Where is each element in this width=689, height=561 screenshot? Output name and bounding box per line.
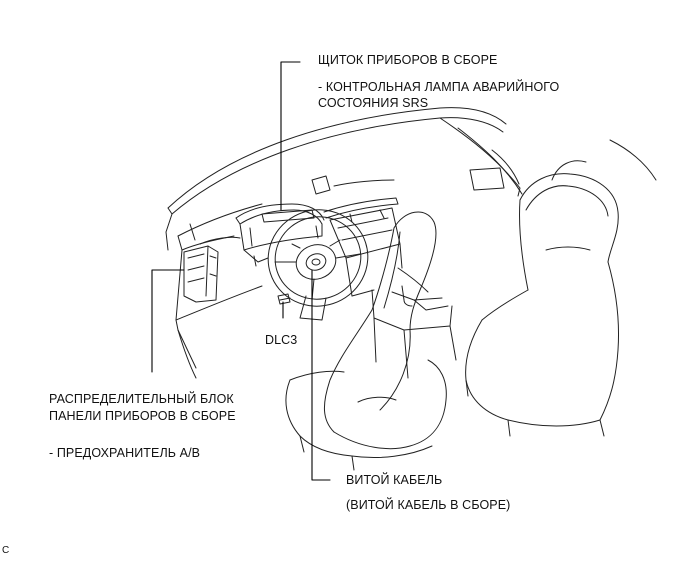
corner-code: C	[2, 545, 10, 556]
driver-seat-drawing	[285, 211, 447, 471]
junction-block-drawing	[183, 236, 241, 303]
steering-wheel-drawing	[267, 209, 369, 321]
label-junction-block-line2: ПАНЕЛИ ПРИБОРОВ В СБОРЕ	[49, 409, 236, 423]
center-stack-drawing	[311, 175, 403, 297]
label-srs-lamp-line2: СОСТОЯНИЯ SRS	[318, 96, 429, 110]
label-dlc3: DLC3	[265, 333, 298, 347]
leader-instrument-cluster	[280, 61, 301, 211]
leader-lines	[151, 61, 331, 481]
instrument-cluster-drawing	[235, 203, 325, 267]
label-spiral-cable: ВИТОЙ КАБЕЛЬ	[346, 473, 443, 487]
leader-junction-block	[151, 269, 185, 373]
label-srs-lamp-line1: - КОНТРОЛЬНАЯ ЛАМПА АВАРИЙНОГО	[318, 80, 560, 94]
label-junction-block-line1: РАСПРЕДЕЛИТЕЛЬНЫЙ БЛОК	[49, 392, 234, 406]
door-outline	[165, 139, 657, 379]
passenger-seat-drawing	[465, 160, 619, 437]
dlc3-connector-drawing	[277, 293, 291, 305]
label-fuse: - ПРЕДОХРАНИТЕЛЬ A/B	[49, 446, 201, 460]
label-instrument-cluster: ЩИТОК ПРИБОРОВ В СБОРЕ	[318, 53, 498, 67]
leader-spiral-cable	[311, 269, 331, 481]
label-spiral-cable-assy: (ВИТОЙ КАБЕЛЬ В СБОРЕ)	[346, 498, 511, 512]
center-console-drawing	[371, 267, 457, 379]
